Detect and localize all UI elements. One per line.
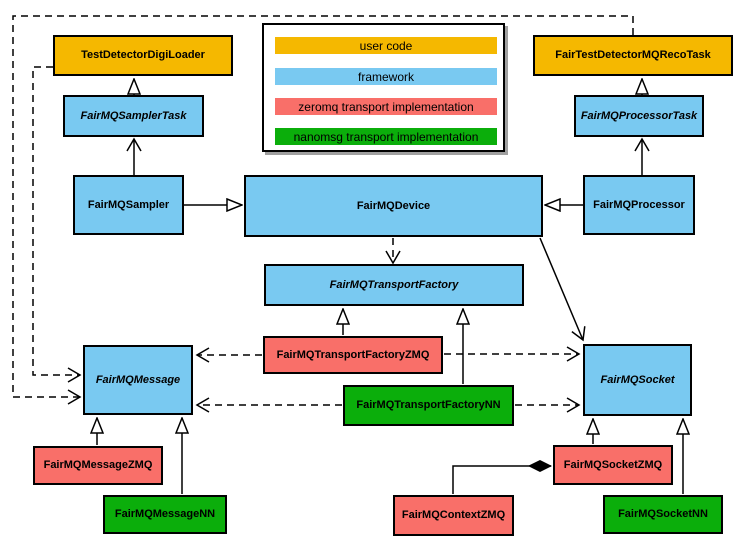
node-fairmq-device: FairMQDevice	[244, 175, 543, 237]
node-test-detector-digi-loader: TestDetectorDigiLoader	[53, 35, 233, 76]
node-fair-test-detector-mq-reco-task: FairTestDetectorMQRecoTask	[533, 35, 733, 76]
node-fairmq-transport-factory-zmq: FairMQTransportFactoryZMQ	[263, 336, 443, 374]
node-fairmq-message-zmq: FairMQMessageZMQ	[33, 446, 163, 485]
edge-contextzmq-socketzmq	[452, 466, 551, 494]
node-fairmq-message: FairMQMessage	[83, 345, 193, 415]
node-fairmq-processor: FairMQProcessor	[583, 175, 695, 235]
node-fairmq-sampler: FairMQSampler	[73, 175, 184, 235]
node-fairmq-message-nn: FairMQMessageNN	[103, 495, 227, 534]
legend-item-user-code: user code	[275, 37, 497, 54]
node-fairmq-context-zmq: FairMQContextZMQ	[393, 495, 514, 536]
node-fairmq-sampler-task: FairMQSamplerTask	[63, 95, 204, 137]
legend-item-nanomsg: nanomsg transport implementation	[275, 128, 497, 145]
node-fairmq-transport-factory: FairMQTransportFactory	[264, 264, 524, 306]
legend-item-zeromq: zeromq transport implementation	[275, 98, 497, 115]
node-fairmq-socket-zmq: FairMQSocketZMQ	[553, 445, 673, 485]
edge-device-socket	[539, 237, 586, 342]
node-fairmq-processor-task: FairMQProcessorTask	[574, 95, 704, 137]
node-fairmq-transport-factory-nn: FairMQTransportFactoryNN	[343, 385, 514, 426]
node-fairmq-socket: FairMQSocket	[583, 344, 692, 416]
legend-item-framework: framework	[275, 68, 497, 85]
legend-box: user code framework zeromq transport imp…	[262, 23, 505, 152]
node-fairmq-socket-nn: FairMQSocketNN	[603, 495, 723, 534]
